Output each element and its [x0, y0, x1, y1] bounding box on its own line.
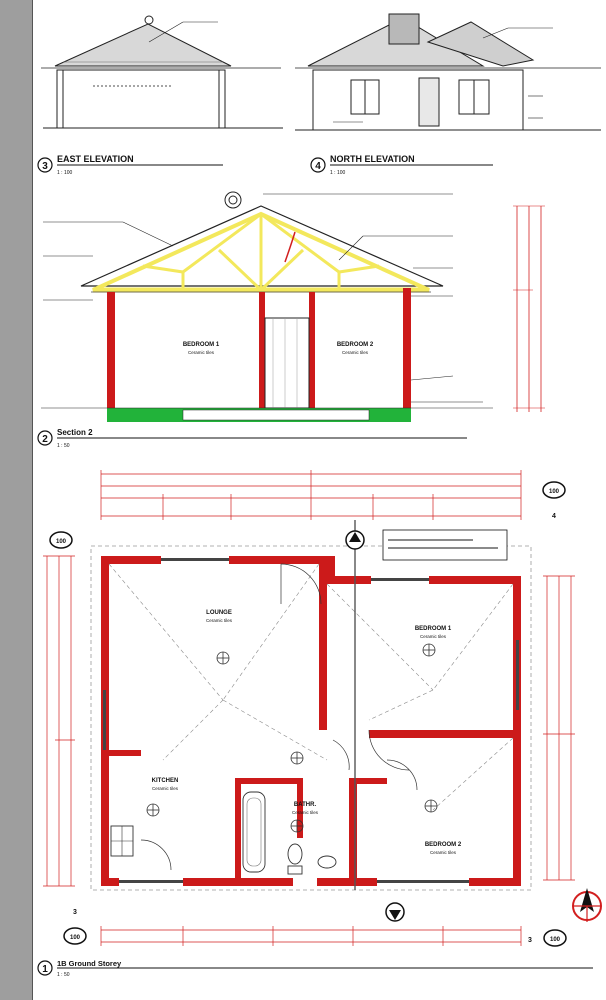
window-lines: [103, 558, 519, 883]
north-elevation-number: 4: [315, 161, 321, 172]
section-number: 2: [42, 434, 48, 445]
svg-text:100: 100: [550, 937, 561, 943]
drawing-sheet: 3 EAST ELEVATION 1 : 100 4 NORTH ELEVATI…: [32, 0, 606, 1000]
east-elevation-number: 3: [42, 161, 48, 172]
svg-text:3: 3: [528, 937, 532, 944]
room-label-lounge: LOUNGE Ceramic tiles: [206, 610, 233, 623]
svg-text:1 : 100: 1 : 100: [57, 170, 73, 176]
room-label-bedroom2-plan: BEDROOM 2 Ceramic tiles: [425, 842, 462, 855]
section-marker-icon: [345, 530, 405, 922]
svg-text:Ceramic tiles: Ceramic tiles: [206, 618, 233, 623]
north-elevation: 4 NORTH ELEVATION 1 : 100: [295, 13, 601, 176]
chimney-cowl-icon: [144, 15, 154, 25]
svg-text:BEDROOM 2: BEDROOM 2: [425, 842, 462, 848]
room-label-bedroom1-section: BEDROOM 1 Ceramic tiles: [183, 342, 220, 355]
room-label-kitchen: KITCHEN Ceramic tiles: [152, 778, 179, 791]
grid-marker-bottom-right: 3 100: [528, 929, 567, 947]
section-label: Section 2: [57, 428, 93, 437]
svg-text:BEDROOM 1: BEDROOM 1: [183, 342, 220, 348]
svg-text:1 : 50: 1 : 50: [57, 443, 70, 449]
svg-text:Ceramic tiles: Ceramic tiles: [188, 350, 215, 355]
north-elevation-title: 4 NORTH ELEVATION 1 : 100: [310, 154, 493, 176]
ceiling-hip-lines: [108, 563, 514, 811]
north-elevation-label: NORTH ELEVATION: [330, 154, 415, 164]
svg-text:Ceramic tiles: Ceramic tiles: [430, 850, 457, 855]
svg-text:Ceramic tiles: Ceramic tiles: [342, 350, 369, 355]
bath-fixtures: [110, 791, 337, 875]
architectural-drawing: 3 EAST ELEVATION 1 : 100 4 NORTH ELEVATI…: [37, 13, 602, 978]
svg-text:BATHR.: BATHR.: [294, 802, 317, 808]
note-box: [382, 529, 508, 561]
room-label-bath: BATHR. Ceramic tiles: [292, 802, 319, 815]
room-label-bedroom2-section: BEDROOM 2 Ceramic tiles: [337, 342, 374, 355]
east-elevation: 3 EAST ELEVATION 1 : 100: [37, 15, 283, 176]
ground-floor-plan: LOUNGE Ceramic tiles BEDROOM 1 Ceramic t…: [37, 470, 602, 978]
svg-text:100: 100: [549, 489, 560, 495]
svg-text:1 : 100: 1 : 100: [330, 170, 346, 176]
north-arrow-icon: [572, 888, 602, 922]
section-wall-left: [107, 292, 115, 408]
plan-walls: [101, 556, 521, 886]
svg-text:100: 100: [70, 935, 81, 941]
svg-text:LOUNGE: LOUNGE: [206, 610, 232, 616]
east-elevation-label: EAST ELEVATION: [57, 154, 134, 164]
svg-text:4: 4: [552, 513, 556, 520]
svg-text:BEDROOM 1: BEDROOM 1: [415, 626, 452, 632]
section-2: BEDROOM 1 Ceramic tiles BEDROOM 2 Cerami…: [37, 191, 545, 449]
left-dimension-lines: [43, 555, 75, 887]
ground-plan-label: 1B Ground Storey: [57, 959, 122, 968]
door-swings: [140, 563, 418, 871]
east-elevation-title: 3 EAST ELEVATION 1 : 100: [37, 154, 223, 176]
svg-text:Ceramic tiles: Ceramic tiles: [420, 634, 447, 639]
svg-text:3: 3: [73, 909, 77, 916]
right-dimension-lines: [543, 575, 575, 881]
section-title: 2 Section 2 1 : 50: [37, 428, 467, 449]
svg-text:Ceramic tiles: Ceramic tiles: [292, 810, 319, 815]
grid-marker-left: 100: [49, 531, 73, 549]
top-dimension-lines: [100, 470, 522, 520]
svg-text:1 : 50: 1 : 50: [57, 972, 70, 978]
svg-text:KITCHEN: KITCHEN: [152, 778, 179, 784]
grid-marker-top-right: 100 4: [542, 481, 566, 520]
section-wall-right: [403, 288, 411, 408]
room-label-bedroom1-plan: BEDROOM 1 Ceramic tiles: [415, 626, 452, 639]
svg-text:100: 100: [56, 539, 67, 545]
ceiling-light-icon: [146, 643, 438, 833]
ground-plan-number: 1: [42, 964, 48, 975]
svg-text:Ceramic tiles: Ceramic tiles: [152, 786, 179, 791]
chimney-cowl-icon: [224, 191, 242, 209]
grid-marker-bottom-left: 3 100: [63, 909, 87, 945]
svg-text:BEDROOM 2: BEDROOM 2: [337, 342, 374, 348]
bottom-dimension-lines: [100, 926, 522, 946]
ground-plan-title: 1 1B Ground Storey 1 : 50: [37, 959, 593, 978]
